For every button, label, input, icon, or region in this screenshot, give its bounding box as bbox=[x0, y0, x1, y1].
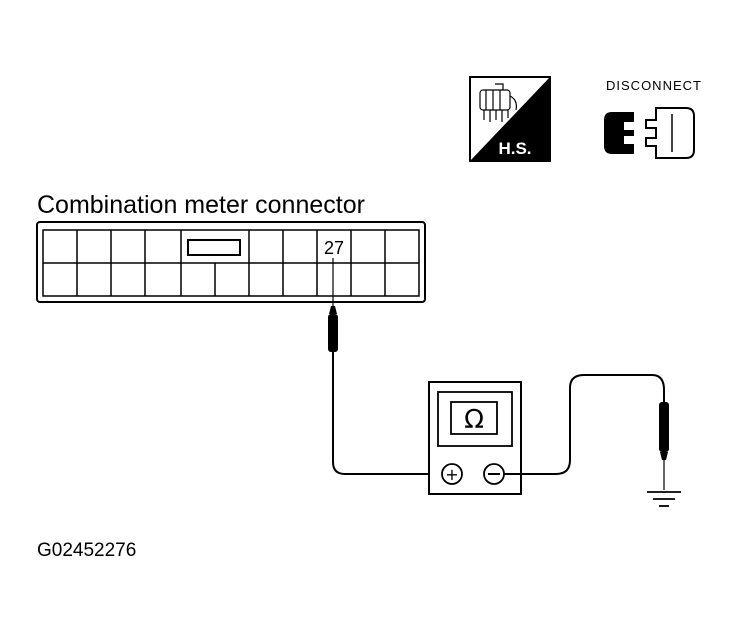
disconnect-icon: DISCONNECT bbox=[604, 78, 702, 159]
plus-symbol: + bbox=[445, 465, 458, 484]
negative-lead-wire bbox=[504, 374, 665, 475]
connector-title: Combination meter connector bbox=[37, 191, 365, 219]
positive-terminal: + bbox=[441, 463, 463, 485]
harness-side-icon: H.S. bbox=[469, 76, 551, 162]
positive-probe bbox=[328, 258, 338, 352]
ohmmeter: Ω + bbox=[428, 381, 522, 495]
disconnect-label: DISCONNECT bbox=[606, 78, 702, 93]
ground-symbol bbox=[647, 491, 681, 507]
negative-terminal bbox=[483, 463, 505, 485]
ohm-symbol: Ω bbox=[464, 405, 484, 435]
positive-lead-wire bbox=[332, 352, 441, 475]
ground-probe bbox=[659, 402, 669, 490]
figure-id: G02452276 bbox=[37, 540, 136, 561]
pin-27-label: 27 bbox=[324, 238, 344, 258]
harness-side-label: H.S. bbox=[498, 139, 531, 158]
combination-meter-connector bbox=[36, 221, 426, 303]
